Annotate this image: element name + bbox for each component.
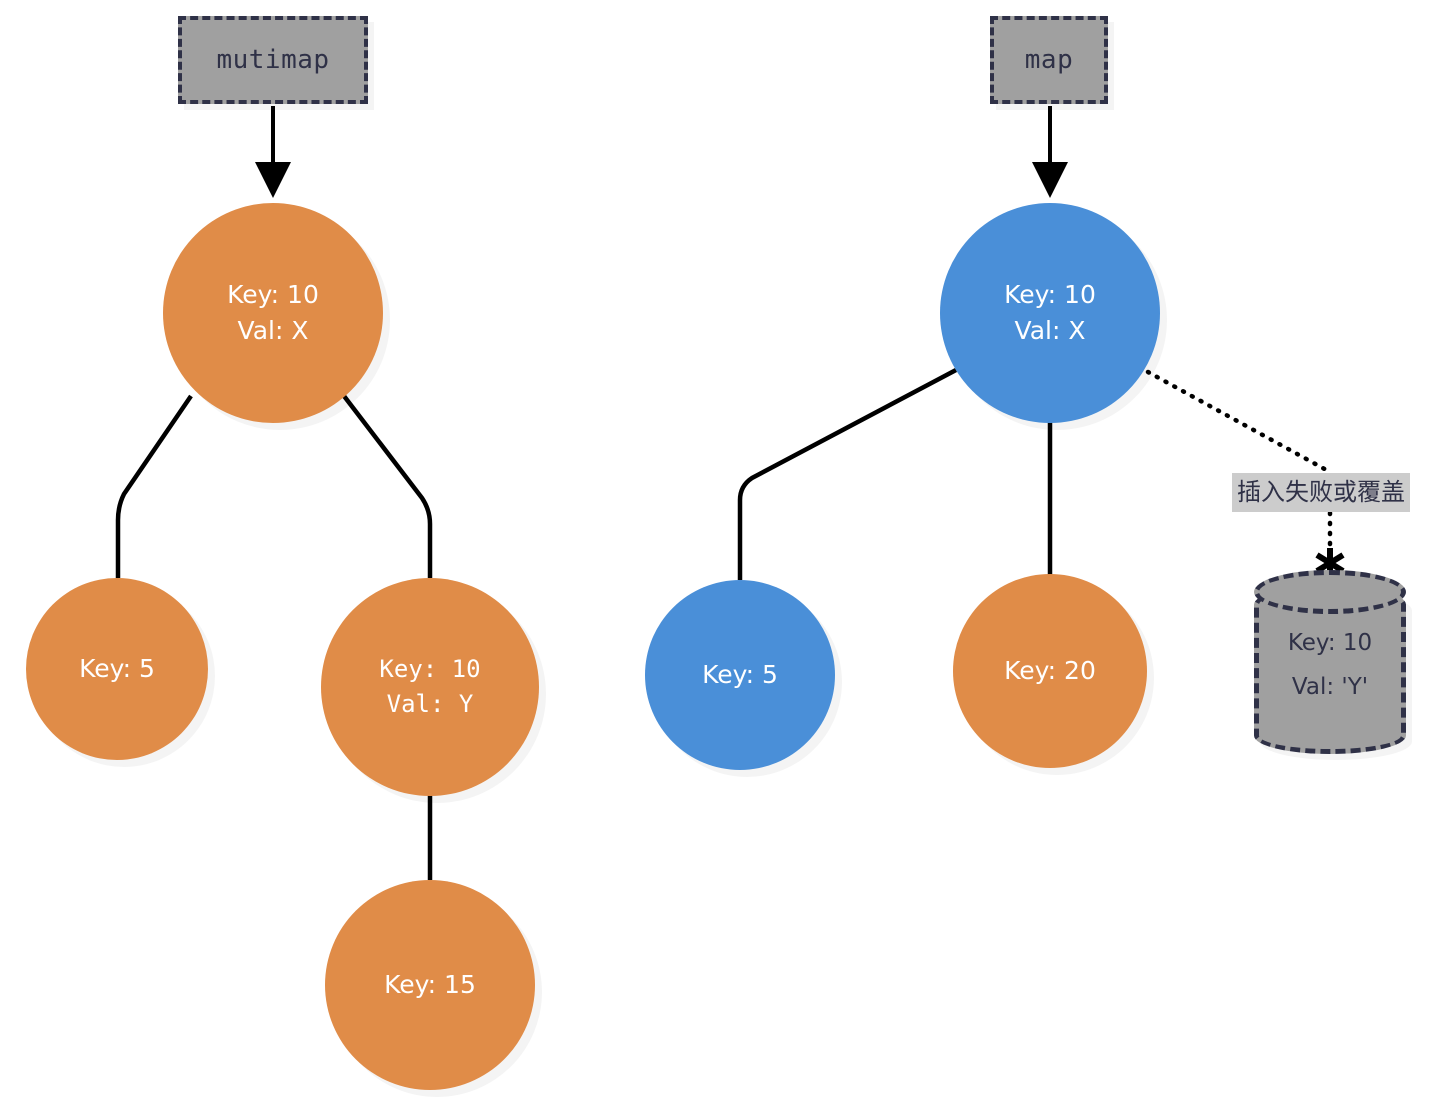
node-line2: Val: X xyxy=(1014,316,1086,345)
node-line1: Key: 10 xyxy=(1287,630,1373,656)
node-mutimap-key10-valy[interactable]: Key: 10 Val: Y xyxy=(321,578,539,796)
node-line1: Key: 20 xyxy=(1004,655,1096,685)
edge-blueroot-to-annotation xyxy=(1145,369,1333,475)
node-line1: Key: 10 xyxy=(379,655,481,684)
cylinder-text: Key: 10 Val: 'Y' xyxy=(1254,622,1406,709)
node-map-root[interactable]: Key: 10 Val: X xyxy=(940,203,1160,423)
node-line2: Val: 'Y' xyxy=(1291,673,1369,700)
node-line2: Val: X xyxy=(237,316,309,345)
node-map-rejected-entry[interactable]: Key: 10 Val: 'Y' xyxy=(1254,570,1406,768)
node-mutimap-key15[interactable]: Key: 15 xyxy=(325,880,535,1090)
mutimap-label-text: mutimap xyxy=(216,45,330,75)
node-map-key5[interactable]: Key: 5 xyxy=(645,580,835,770)
mutimap-label-box[interactable]: mutimap xyxy=(178,16,368,104)
map-label-text: map xyxy=(1024,45,1074,75)
node-mutimap-key5[interactable]: Key: 5 xyxy=(26,578,208,760)
edge-blueroot-to-key5 xyxy=(737,368,958,580)
node-line1: Key: 10 xyxy=(1004,279,1096,309)
node-line1: Key: 5 xyxy=(79,653,155,683)
annotation-insert-fail: 插入失败或覆盖 xyxy=(1232,473,1410,513)
edge-root-to-key10valy xyxy=(342,394,433,578)
node-line2: Val: Y xyxy=(386,690,474,718)
node-mutimap-root[interactable]: Key: 10 Val: X xyxy=(163,203,383,423)
node-line1: Key: 5 xyxy=(702,659,778,689)
annotation-text: 插入失败或覆盖 xyxy=(1237,478,1405,506)
cylinder-top-ellipse xyxy=(1254,570,1406,614)
edge-root-to-key5-left xyxy=(115,394,193,578)
node-line1: Key: 10 xyxy=(227,279,319,309)
cylinder-body xyxy=(1254,586,1406,754)
node-line1: Key: 15 xyxy=(384,969,476,999)
node-map-key20[interactable]: Key: 20 xyxy=(953,574,1147,768)
map-label-box[interactable]: map xyxy=(990,16,1108,104)
